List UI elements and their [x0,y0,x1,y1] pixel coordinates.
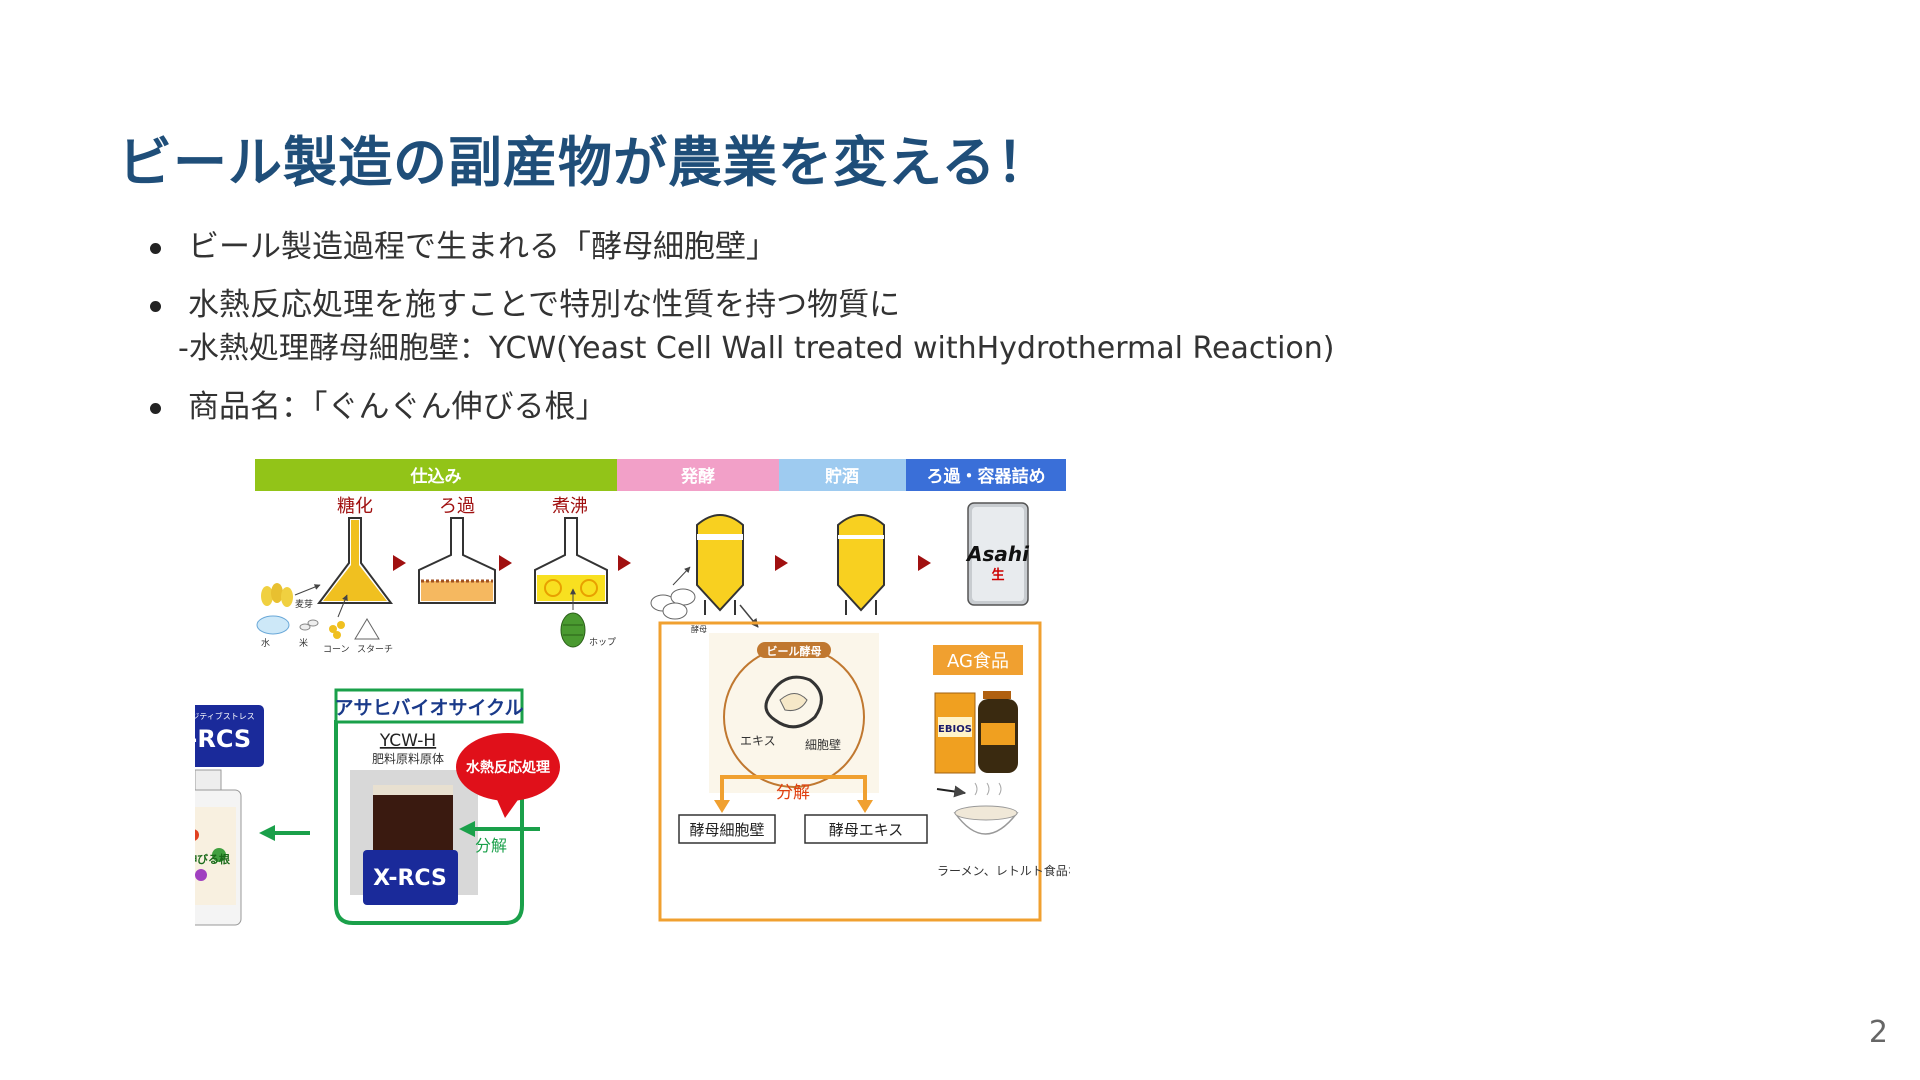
bottle-label: 伸びる根 [195,852,231,866]
bullet-text: 水熱反応処理を施すことで特別な性質を持つ物質に [188,287,901,323]
ingredient-label: コーン [323,645,350,655]
stage-label: ろ過・容器詰め [927,466,1046,487]
page-number: 2 [1868,1015,1888,1050]
rice-icon [299,619,319,631]
can-sub: 生 [991,567,1004,583]
process-diagram: 仕込み 発酵 貯酒 ろ過・容器詰め 糖化 ろ過 煮沸 [158,455,1140,1010]
bullet-item: ビール製造過程で生まれる「酵母細胞壁」 [150,225,1335,269]
ycw-sublabel: 肥料原料原体 [372,752,444,766]
stage-segment [617,459,779,491]
hops-icon [560,612,586,648]
step-label: ろ過 [439,496,475,517]
xrcs-logo-small: X-RCS [363,850,458,905]
process-arrow-icon [918,555,931,571]
ag-food-label: AG食品 [947,651,1009,672]
process-arrow-icon [618,555,631,571]
corn-icon [329,621,345,639]
xrcs-tagline: 酵効ポジティブストレス [195,711,255,721]
ebios-product: EBIOS [938,724,972,735]
can-brand: Asahi [965,542,1030,566]
hydrothermal-bubble: 水熱反応処理 [456,733,560,818]
stage-label: 仕込み [410,466,462,487]
bullet-item: 商品名：「ぐんぐん伸びる根」 [150,385,1335,429]
storage-tank-icon [837,514,885,615]
ebios-box-icon: EBIOS [934,692,976,774]
fermentation-tank-icon [696,514,744,615]
food-uses-label: ラーメン、レトルト食品などの調味料 [937,863,1070,878]
ag-food-badge [933,645,1023,675]
process-arrow-icon [775,555,788,571]
step-label: 煮沸 [552,496,588,517]
yeast-cell-icon [764,675,823,729]
bullet-list: ビール製造過程で生まれる「酵母細胞壁」 水熱反応処理を施すことで特別な性質を持つ… [150,225,1335,443]
bullet-dot [150,403,161,414]
xrcs-logo-text: X-RCS [195,725,251,753]
fertilizer-bottle-icon: 伸びる根 [174,769,242,926]
yeast-icon [650,588,696,620]
stage-label: 貯酒 [825,466,859,487]
ingredient-label: 酵母 [691,625,707,634]
panel-label: 細胞壁 [805,737,841,752]
process-arrow-icon [499,555,512,571]
stage-segment [779,459,906,491]
stage-label: 発酵 [680,466,715,487]
beer-can-icon: Asahi 生 [965,502,1030,606]
starch-icon [354,618,380,640]
lauter-tun-icon [418,517,496,604]
product-box [678,814,776,844]
malt-icon [261,583,293,607]
asahi-bio-frame [334,720,524,925]
product-box [804,814,928,844]
bullet-dot [150,301,161,312]
slide-title: ビール製造の副産物が農業を変える！ [118,131,1052,194]
decompose-label: 分解 [776,783,810,803]
ingredient-label: 水 [261,637,270,649]
mash-kettle-icon [317,517,393,604]
ingredient-label: 麦芽 [295,598,313,610]
product-box-label: 酵母細胞壁 [689,821,764,839]
hydrothermal-label: 水熱反応処理 [466,759,550,776]
byproduct-frame [658,621,1042,922]
stage-segment [255,459,617,491]
xrcs-logo: 酵効ポジティブストレス X-RCS [158,705,264,767]
ycw-label: YCW-H [379,731,436,751]
stage-bar: 仕込み 発酵 貯酒 ろ過・容器詰め [255,459,1066,491]
boil-kettle-icon [534,517,608,604]
panel-label: エキス [740,734,776,748]
ebios-bottle-icon [978,691,1018,773]
xrcs-logo-text: X-RCS [373,866,447,891]
stage-segment [906,459,1066,491]
bullet-subtext: -水熱処理酵母細胞壁：YCW(Yeast Cell Wall treated w… [178,331,1335,366]
bullet-item: 水熱反応処理を施すことで特別な性質を持つ物質に -水熱処理酵母細胞壁：YCW(Y… [150,283,1335,371]
step-label: 糖化 [337,496,373,517]
bullet-text: 商品名：「ぐんぐん伸びる根」 [188,389,607,425]
bullet-text: ビール製造過程で生まれる「酵母細胞壁」 [188,229,777,265]
process-diagram-svg: 仕込み 発酵 貯酒 ろ過・容器詰め 糖化 ろ過 煮沸 [158,459,1140,926]
panel-title: ビール酵母 [767,644,822,658]
bullet-dot [150,243,161,254]
ramen-bowl-icon [953,782,1019,835]
ingredient-label: 米 [299,637,308,649]
asahi-bio-title-box [334,688,524,724]
ingredient-label: ホップ [589,637,616,648]
decompose-bracket [720,775,867,803]
water-icon [256,615,290,635]
ingredient-label: スターチ [357,644,393,655]
asahi-bio-title: アサヒバイオサイクル [334,697,523,719]
product-box-label: 酵母エキス [829,821,904,839]
decompose-left-label: 分解 [475,836,507,855]
beer-yeast-panel: ビール酵母 エキス 細胞壁 [709,633,879,793]
process-arrow-icon [393,555,406,571]
